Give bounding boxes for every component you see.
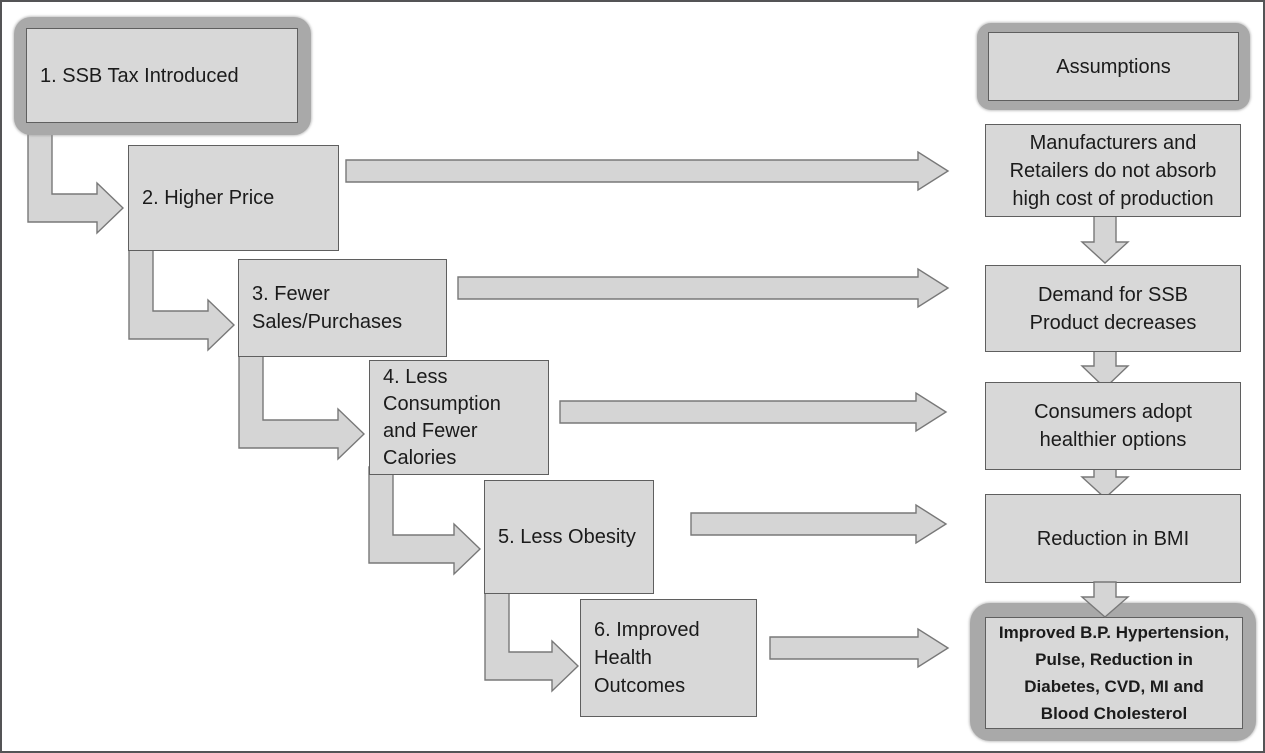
flow-box-step6: 6. Improved Health Outcomes: [580, 599, 757, 717]
flow-box-step1: 1. SSB Tax Introduced: [26, 28, 298, 123]
elbow-arrow-step4-step5: [368, 466, 482, 576]
arrow-step4-assumption3: [559, 391, 948, 433]
step2-label: 2. Higher Price: [142, 187, 275, 209]
elbow-arrow-step5-step6: [484, 585, 580, 693]
step6-label-line1: 6. Improved: [594, 619, 700, 641]
assumption-box-2: Demand for SSB Product decreases: [985, 265, 1241, 352]
assumption-box-1: Manufacturers and Retailers do not absor…: [985, 124, 1241, 217]
elbow-arrow-step2-step3: [128, 243, 236, 352]
step5-label: 5. Less Obesity: [498, 526, 636, 548]
step1-label: 1. SSB Tax Introduced: [40, 64, 239, 87]
assumption5-line4: Blood Cholesterol: [1040, 704, 1188, 723]
step4-label-line4: Calories: [383, 446, 457, 469]
step4-label-line2: Consumption: [383, 392, 501, 415]
flow-box-step3: 3. Fewer Sales/Purchases: [238, 259, 447, 357]
assumption5-line2: Pulse, Reduction in: [1035, 650, 1193, 669]
assumptions-header-label: Assumptions: [1056, 55, 1171, 78]
elbow-arrow-step3-step4: [238, 341, 366, 461]
assumption-box-5: Improved B.P. Hypertension, Pulse, Reduc…: [985, 617, 1243, 729]
assumptions-header-box: Assumptions: [988, 32, 1239, 101]
arrow-step5-assumption4: [690, 503, 948, 545]
step6-label-line3: Outcomes: [594, 675, 686, 697]
step6-label-line2: Health: [594, 647, 652, 669]
arrow-step6-assumption5: [769, 627, 950, 669]
assumption5-line3: Diabetes, CVD, MI and: [1024, 677, 1204, 696]
down-arrow-assumption1-2: [1080, 215, 1130, 264]
flow-box-step5: 5. Less Obesity: [484, 480, 654, 594]
arrow-step2-assumption1: [345, 150, 950, 192]
assumption3-line1: Consumers adopt: [1034, 401, 1192, 423]
down-arrow-assumption4-5: [1080, 581, 1130, 618]
assumption1-line3: high cost of production: [1012, 187, 1214, 210]
assumption2-line2: Product decreases: [1029, 311, 1197, 334]
assumption1-line1: Manufacturers and: [1029, 131, 1197, 154]
step4-label-line3: and Fewer: [383, 419, 478, 442]
assumption-box-4: Reduction in BMI: [985, 494, 1241, 583]
assumption4-line1: Reduction in BMI: [1036, 527, 1190, 550]
elbow-arrow-step1-step2: [27, 126, 125, 235]
assumption5-line1: Improved B.P. Hypertension,: [998, 623, 1230, 642]
step3-label-line2: Sales/Purchases: [252, 311, 403, 333]
arrow-step3-assumption2: [457, 267, 950, 309]
assumption3-line2: healthier options: [1039, 429, 1187, 451]
assumption2-line1: Demand for SSB: [1037, 283, 1189, 306]
assumption-box-3: Consumers adopt healthier options: [985, 382, 1241, 470]
flow-box-step4: 4. Less Consumption and Fewer Calories: [369, 360, 549, 475]
step4-label-line1: 4. Less: [383, 365, 448, 388]
flow-box-step2: 2. Higher Price: [128, 145, 339, 251]
step3-label-line1: 3. Fewer: [252, 283, 330, 305]
assumption1-line2: Retailers do not absorb: [1009, 159, 1217, 182]
